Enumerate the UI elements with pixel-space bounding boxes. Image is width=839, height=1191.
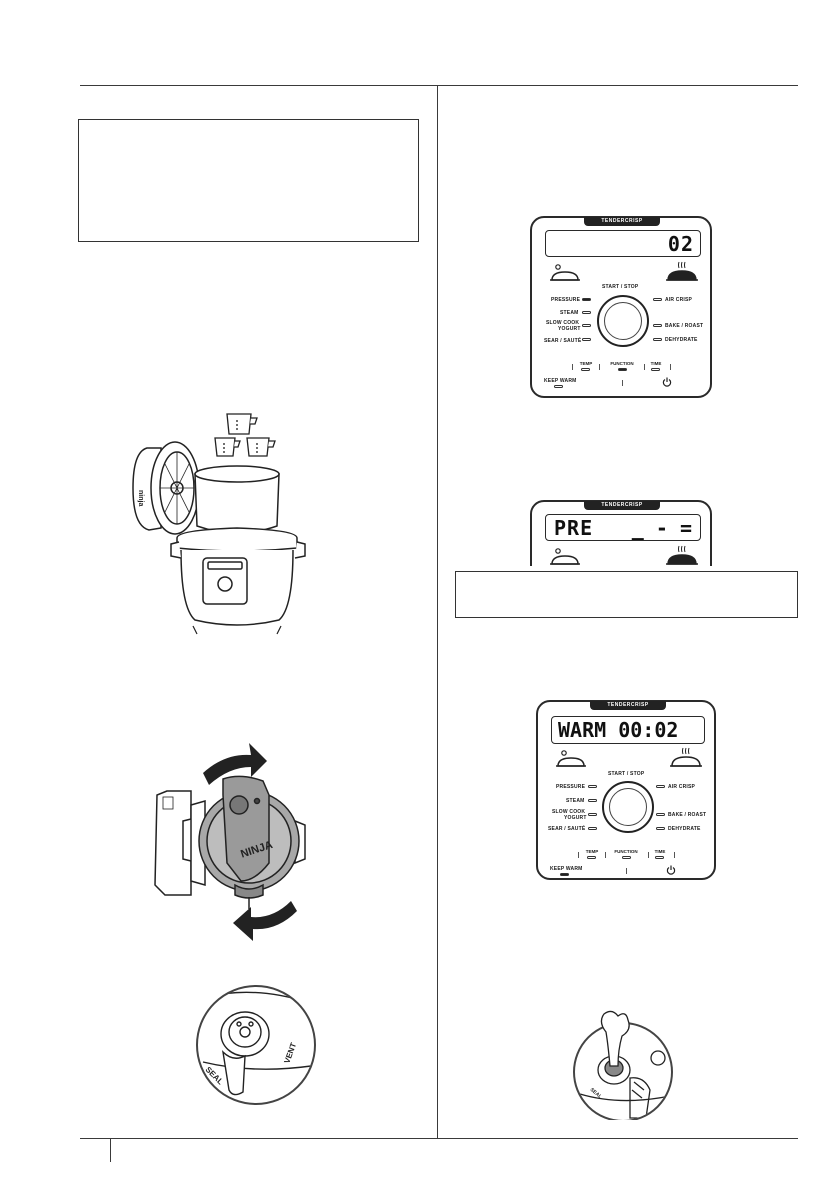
- start-stop-dial[interactable]: [597, 295, 649, 347]
- divider-tick: [605, 852, 606, 858]
- crisping-lid-icon: [666, 545, 698, 565]
- page-number-tick: [110, 1138, 112, 1162]
- label-sear-saute: SEAR / SAUTÉ: [544, 338, 582, 344]
- function-button-label[interactable]: FUNCTION: [610, 361, 634, 366]
- divider-tick: [599, 364, 600, 370]
- led-sear-saute: [582, 338, 591, 341]
- label-sear-saute: SEAR / SAUTÉ: [548, 826, 586, 832]
- pressure-lid-icon: [550, 264, 580, 281]
- pressure-lid-icon: [556, 750, 586, 767]
- label-pressure: PRESSURE: [556, 784, 586, 790]
- cooker-pot-illustration: ninja: [132, 413, 306, 635]
- display-readout: WARM 00:02: [558, 718, 679, 742]
- pressure-lid-icon: [550, 548, 580, 565]
- lid-rotation-illustration: NINJA: [154, 743, 306, 941]
- led-time: [651, 368, 660, 371]
- led-dehydrate: [656, 827, 665, 830]
- column-divider: [437, 86, 439, 1138]
- top-rule: [80, 85, 798, 87]
- steam-release-illustration: SEAL: [573, 1010, 673, 1120]
- crisping-lid-icon: [666, 261, 698, 281]
- dial-inner-ring: [609, 788, 647, 826]
- label-dehydrate: DEHYDRATE: [665, 337, 698, 343]
- label-air-crisp: AIR CRISP: [665, 297, 693, 303]
- led-keep-warm: [554, 385, 563, 388]
- temp-button-label[interactable]: TEMP: [579, 361, 593, 366]
- svg-text:ninja: ninja: [137, 490, 144, 506]
- label-pressure: PRESSURE: [551, 297, 581, 303]
- divider-tick: [626, 868, 627, 874]
- power-icon[interactable]: [662, 377, 672, 387]
- divider-tick: [622, 380, 623, 386]
- lcd-display: PRE _ - =: [545, 514, 701, 541]
- dial-inner-ring: [604, 302, 642, 340]
- led-dehydrate: [653, 338, 662, 341]
- control-panel-2: TENDERCRISP PRE _ - =: [530, 500, 712, 566]
- led-slow-cook: [582, 324, 591, 327]
- divider-tick: [572, 364, 573, 370]
- keep-warm-label[interactable]: KEEP WARM: [550, 866, 583, 872]
- led-function: [618, 368, 627, 371]
- led-pressure: [582, 298, 591, 301]
- led-bake-roast: [653, 324, 662, 327]
- label-yogurt: YOGURT: [558, 326, 581, 332]
- note-box-left: [78, 119, 419, 242]
- led-pressure: [588, 785, 597, 788]
- time-button-label[interactable]: TIME: [650, 361, 662, 366]
- rotate-arrow-icon: [203, 743, 267, 785]
- led-keep-warm: [560, 873, 569, 876]
- led-time: [655, 856, 664, 859]
- led-air-crisp: [656, 785, 665, 788]
- led-steam: [582, 311, 591, 314]
- time-button-label[interactable]: TIME: [654, 849, 666, 854]
- display-readout: 02: [667, 232, 694, 256]
- start-stop-dial[interactable]: [602, 781, 654, 833]
- label-steam: STEAM: [566, 798, 585, 804]
- rotate-arrow-icon: [233, 901, 297, 941]
- led-bake-roast: [656, 813, 665, 816]
- divider-tick: [670, 364, 671, 370]
- display-readout-left: PRE: [554, 516, 594, 540]
- start-stop-label: START / STOP: [602, 284, 639, 290]
- panel-brand-tab: TENDERCRISP: [584, 217, 660, 226]
- steam-icon: [600, 1010, 630, 1067]
- label-yogurt: YOGURT: [564, 815, 587, 821]
- label-bake-roast: BAKE / ROAST: [668, 812, 707, 818]
- valve-seal-illustration: SEAL VENT: [196, 985, 316, 1105]
- divider-tick: [674, 852, 675, 858]
- divider-tick: [644, 364, 645, 370]
- display-readout-right: _ - =: [631, 516, 692, 540]
- led-steam: [588, 799, 597, 802]
- label-bake-roast: BAKE / ROAST: [665, 323, 704, 329]
- led-sear-saute: [588, 827, 597, 830]
- keep-warm-label[interactable]: KEEP WARM: [544, 378, 577, 384]
- led-function: [622, 856, 631, 859]
- bottom-rule: [80, 1138, 798, 1140]
- label-slow-cook: SLOW COOK: [546, 320, 580, 326]
- control-panel-3: TENDERCRISP WARM 00:02 START / STOP PRES…: [536, 700, 716, 880]
- lcd-display: 02: [545, 230, 701, 257]
- led-air-crisp: [653, 298, 662, 301]
- label-dehydrate: DEHYDRATE: [668, 826, 701, 832]
- label-slow-cook: SLOW COOK: [552, 809, 586, 815]
- divider-tick: [648, 852, 649, 858]
- function-button-label[interactable]: FUNCTION: [614, 849, 638, 854]
- led-slow-cook: [588, 813, 597, 816]
- temp-button-label[interactable]: TEMP: [585, 849, 599, 854]
- measuring-cup-icon: [214, 413, 276, 457]
- led-temp: [581, 368, 590, 371]
- control-panel-1: TENDERCRISP 02 START / STOP PRESSURE STE…: [530, 216, 712, 398]
- panel-brand-tab: TENDERCRISP: [584, 501, 660, 510]
- label-air-crisp: AIR CRISP: [668, 784, 696, 790]
- divider-tick: [578, 852, 579, 858]
- control-panel-2-crop: TENDERCRISP PRE _ - =: [530, 498, 712, 566]
- label-steam: STEAM: [560, 310, 579, 316]
- panel-brand-tab: TENDERCRISP: [590, 701, 666, 710]
- crisping-lid-icon: [670, 747, 702, 767]
- lcd-display: WARM 00:02: [551, 716, 705, 744]
- note-box-right: [455, 571, 798, 618]
- power-icon[interactable]: [666, 865, 676, 875]
- start-stop-label: START / STOP: [608, 771, 645, 777]
- led-temp: [587, 856, 596, 859]
